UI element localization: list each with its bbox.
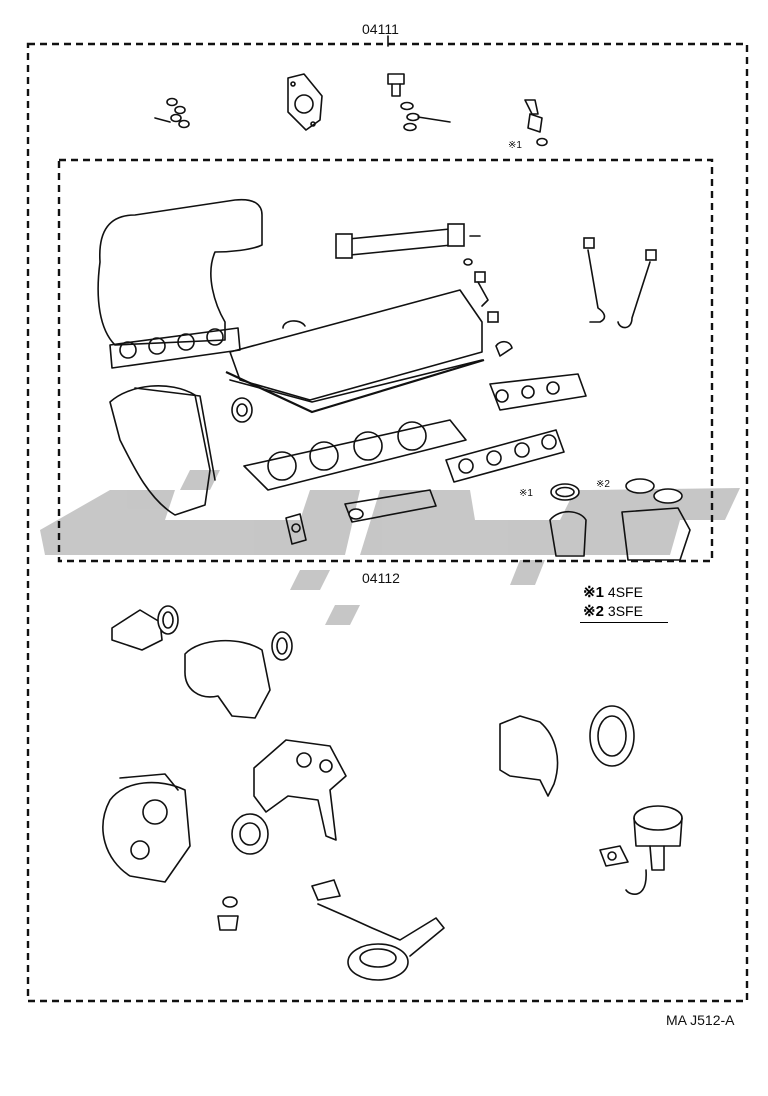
oil-strainer-part: [311, 879, 445, 981]
flange-gasket-part: [287, 73, 323, 131]
intake-manifold-part: [97, 198, 263, 369]
inner-kit-box: [57, 158, 714, 563]
rear-oil-seal-retainer-part: [499, 715, 559, 797]
valve-cover-part: [225, 289, 485, 414]
crankshaft-seal-part: [231, 813, 269, 855]
note-1-marker: ※1: [519, 488, 533, 499]
water-pump-part: [184, 631, 293, 719]
vsv-hose-part: [387, 73, 451, 132]
legend-underline: [580, 622, 668, 623]
legend-mark: ※2: [583, 603, 604, 620]
note-2-marker: ※2: [596, 479, 610, 490]
legend-code: 4SFE: [607, 584, 643, 600]
small-seals-part: [154, 97, 190, 129]
exhaust-pipe-gasket-part: [344, 489, 437, 523]
injector-part-top: [524, 99, 548, 147]
camshaft-plug-part: [495, 340, 513, 357]
legend-mark: ※1: [583, 584, 604, 601]
reference-code: MA J512-A: [666, 1012, 735, 1028]
seal-ring-part: [231, 397, 253, 423]
timing-belt-cover-part: [102, 773, 191, 883]
small-gasket-part: [285, 513, 307, 545]
valves-part: [583, 237, 657, 329]
exhaust-flange-part: [549, 507, 691, 561]
drain-plug-part: [217, 896, 239, 931]
rear-oil-seal-part: [589, 705, 635, 767]
outer-kit-part-number: 04111: [362, 21, 399, 37]
water-outlet-part: [111, 605, 179, 651]
head-gasket-part: [243, 419, 467, 491]
note-1-marker-top: ※1: [508, 140, 522, 151]
timing-cover-part: [109, 385, 216, 516]
injection-rail-part: [335, 223, 481, 259]
ring-gaskets-note2-part: [625, 478, 683, 504]
outer-kit-box: [26, 42, 749, 1003]
egr-valve-part: [625, 805, 683, 896]
legend-code: 3SFE: [607, 603, 643, 619]
inner-kit-part-number: 04112: [362, 570, 400, 586]
ring-gasket-note1-part: [550, 483, 580, 501]
oil-pump-gasket-part: [253, 739, 347, 841]
exhaust-gasket-inner-part: [489, 373, 587, 411]
injector-seals-part: [463, 258, 499, 323]
egr-gasket-part: [599, 845, 629, 867]
exhaust-manifold-gasket-part: [445, 429, 565, 483]
